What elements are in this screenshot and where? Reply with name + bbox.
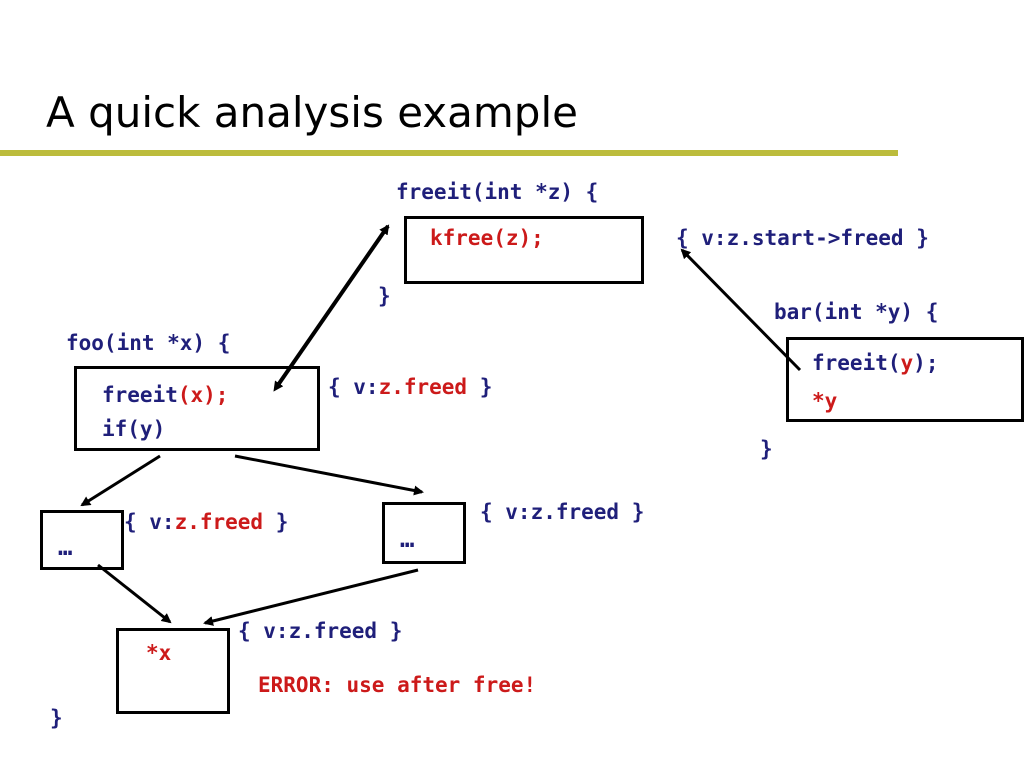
foo-call-arg: (x); (177, 383, 229, 407)
bar-call-arg: y (900, 351, 914, 375)
slide-title: A quick analysis example (46, 88, 578, 137)
right-to-deref-arrow (203, 568, 419, 626)
bar-call-prefix: freeit( (812, 351, 901, 375)
bar-call: freeit(y); (812, 353, 938, 374)
state-after-call-val: z.freed (378, 375, 468, 399)
state-left-branch: { v:z.freed } (124, 512, 288, 533)
bar-deref: *y (812, 389, 838, 413)
freeit-body-box (404, 216, 644, 284)
state-after-call-prefix: { v: (328, 375, 379, 399)
foo-header: foo(int *x) { (66, 331, 231, 355)
deref-x: *x (146, 641, 172, 665)
error-message: ERROR: use after free! (258, 673, 537, 697)
state-after-call: { v:z.freed } (328, 377, 492, 398)
freeit-header: freeit(int *z) { (396, 180, 599, 204)
left-branch-ellipsis: … (58, 533, 73, 561)
call-return-arrow (273, 224, 390, 392)
bar-body-box (786, 337, 1024, 422)
bar-header: bar(int *y) { (774, 300, 939, 324)
foo-to-right-arrow (234, 454, 424, 496)
foo-cond: if(y) (102, 417, 166, 441)
bar-close: } (760, 437, 773, 461)
state-left-branch-suffix: } (263, 510, 289, 534)
foo-close: } (50, 706, 63, 730)
left-to-deref-arrow (97, 563, 172, 624)
freeit-close: } (378, 284, 391, 308)
foo-call: freeit(x); (102, 385, 228, 406)
left-branch-box (40, 510, 124, 570)
foo-to-left-arrow (80, 454, 161, 507)
right-branch-ellipsis: … (400, 525, 415, 553)
foo-call-prefix: freeit (102, 383, 178, 407)
freeit-summary: { v:z.start->freed } (676, 226, 929, 250)
right-branch-box (382, 502, 466, 564)
freeit-body: kfree(z); (430, 226, 544, 250)
state-after-call-suffix: } (467, 375, 493, 399)
state-right-branch: { v:z.freed } (480, 500, 645, 524)
deref-box (116, 628, 230, 714)
bar-call-suffix: ); (913, 351, 939, 375)
state-left-branch-prefix: { v: (124, 510, 175, 534)
state-left-branch-val: z.freed (174, 510, 264, 534)
title-underline (0, 150, 898, 156)
state-merge: { v:z.freed } (238, 619, 403, 643)
